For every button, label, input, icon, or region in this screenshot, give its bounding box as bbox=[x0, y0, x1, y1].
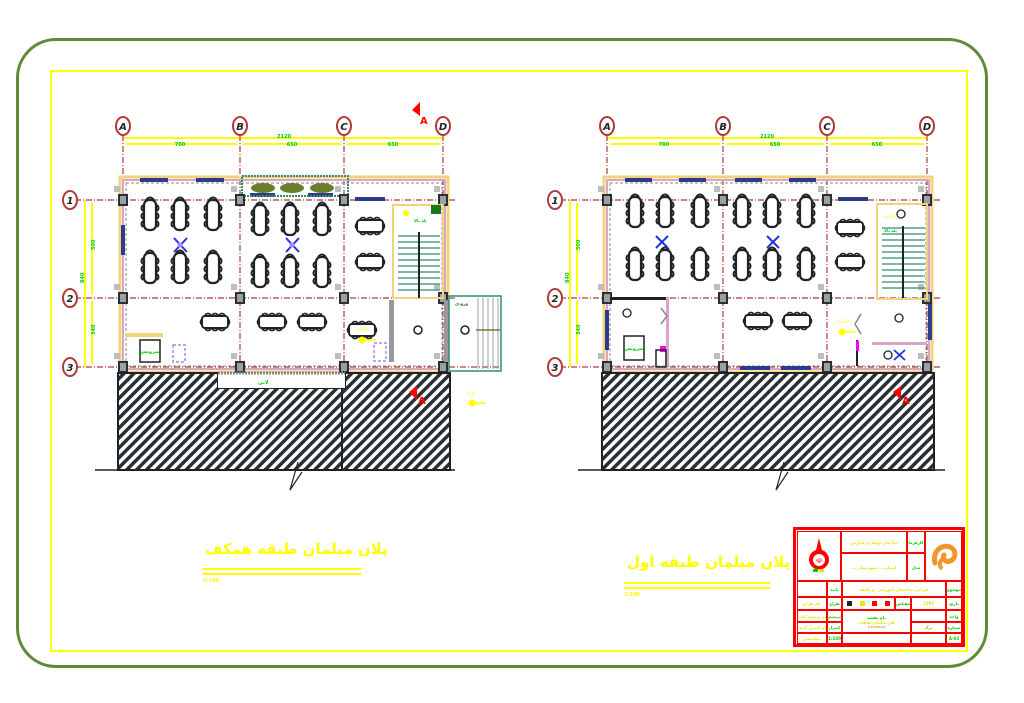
svg-text:500: 500 bbox=[91, 239, 97, 250]
stamps-cell bbox=[842, 597, 895, 610]
location-label: محل bbox=[907, 553, 925, 581]
drafter-label: ترسیم bbox=[827, 610, 842, 622]
designer-label: طراح bbox=[827, 597, 842, 610]
outer-frame bbox=[16, 38, 988, 668]
date-value: 1397 bbox=[911, 597, 946, 610]
first-floor-title: پلان مبلمان طبقه اول bbox=[627, 553, 791, 571]
svg-text:2120: 2120 bbox=[277, 134, 291, 140]
drawing-title-cell: نام نقشه پلان مبلمان طبقات F-PLAN-01 bbox=[842, 610, 911, 633]
grid-col-bubbles: A B C D bbox=[115, 116, 451, 136]
svg-text:840: 840 bbox=[80, 272, 86, 283]
drawing-title: پلان مبلمان طبقات bbox=[857, 619, 896, 625]
unit-label: واحد bbox=[946, 610, 962, 622]
svg-text:340: 340 bbox=[91, 324, 97, 335]
emblem-cell: ☫ bbox=[797, 531, 841, 581]
svg-text:3: 3 bbox=[552, 363, 559, 374]
empty-cell bbox=[797, 581, 827, 597]
svg-text:650: 650 bbox=[388, 142, 399, 148]
stamp-icon bbox=[859, 601, 865, 606]
logo-cell bbox=[925, 531, 962, 581]
svg-text:700: 700 bbox=[659, 142, 670, 148]
svg-text:D: D bbox=[923, 122, 931, 133]
sheet-value-cell: برگ bbox=[911, 622, 946, 633]
drawing-name-label: نام نقشه bbox=[867, 614, 886, 620]
subject-label: موضوع bbox=[946, 581, 962, 597]
ground-floor-plan: A B C D 2120 700 650 650 bbox=[62, 102, 502, 491]
svg-text:+3.12: +3.12 bbox=[883, 214, 896, 219]
svg-text:500: 500 bbox=[576, 239, 582, 250]
drafter-value: نام ترسیم کننده bbox=[797, 610, 827, 622]
svg-text:A: A bbox=[118, 122, 127, 133]
drawing-code: F-PLAN-01 bbox=[867, 624, 886, 629]
stamp-icon bbox=[846, 601, 852, 606]
svg-text:3: 3 bbox=[67, 363, 74, 374]
organization-logo-icon bbox=[931, 543, 957, 571]
svg-text:1: 1 bbox=[67, 196, 74, 207]
classroom-tables-left bbox=[140, 196, 332, 289]
svg-text:☫: ☫ bbox=[816, 557, 822, 565]
first-title-underline-2 bbox=[624, 587, 770, 589]
location-value: استان ... شهرستان ... bbox=[841, 553, 907, 581]
svg-text:پله بالا: پله بالا bbox=[414, 218, 427, 223]
svg-text:پله بالا: پله بالا bbox=[884, 228, 897, 233]
svg-text:650: 650 bbox=[770, 142, 781, 148]
scale-value: 1:100 bbox=[827, 633, 842, 644]
first-floor-scale: 1:100 bbox=[624, 592, 640, 598]
svg-text:A: A bbox=[902, 396, 910, 407]
svg-text:340: 340 bbox=[576, 324, 582, 335]
sheet-value: A-03 bbox=[946, 633, 962, 644]
checker-label: کنترل bbox=[827, 622, 842, 633]
svg-text:A: A bbox=[420, 116, 428, 127]
svg-text:2: 2 bbox=[67, 294, 74, 305]
stamp-icon bbox=[872, 601, 878, 606]
sheet-label: شماره bbox=[946, 622, 962, 633]
svg-text:2120: 2120 bbox=[760, 134, 774, 140]
ground-title-underline bbox=[203, 568, 361, 570]
date-label: تاریخ bbox=[946, 597, 962, 610]
svg-text:650: 650 bbox=[872, 142, 883, 148]
svg-text:A: A bbox=[418, 396, 426, 407]
svg-text:B: B bbox=[719, 122, 727, 133]
unit-value: سانتیمتر bbox=[797, 633, 827, 644]
ground-floor-scale: 1:100 bbox=[203, 578, 219, 584]
inner-frame bbox=[50, 70, 968, 652]
svg-text:650: 650 bbox=[287, 142, 298, 148]
svg-text:سرویس: سرویس bbox=[140, 349, 160, 355]
first-floor-plan: A B C D 2120 700 650 650 1 2 3 bbox=[547, 116, 945, 491]
hatched-wall-area-right bbox=[601, 372, 935, 471]
svg-text:C: C bbox=[340, 122, 348, 133]
svg-text:±0.00: ±0.00 bbox=[356, 327, 369, 332]
svg-text:+3.20: +3.20 bbox=[837, 319, 850, 324]
svg-text:B: B bbox=[236, 122, 244, 133]
svg-text:ورودی: ورودی bbox=[455, 301, 469, 306]
checker-value: نام کنترل کننده bbox=[797, 622, 827, 633]
svg-text:2: 2 bbox=[552, 294, 559, 305]
emblem-icon: ☫ bbox=[809, 538, 829, 572]
svg-text:1: 1 bbox=[552, 196, 559, 207]
empty-cell bbox=[911, 610, 946, 622]
scale-label: مقیاس bbox=[895, 597, 911, 610]
svg-text:840: 840 bbox=[565, 272, 571, 283]
empty-cell bbox=[842, 633, 911, 644]
title-block: ☫ سازمان نوسازی مدارس کارفرما استان ... … bbox=[793, 527, 965, 647]
svg-text:700: 700 bbox=[175, 142, 186, 148]
classroom-tables-right bbox=[625, 193, 816, 282]
ground-title-underline-2 bbox=[203, 573, 361, 575]
project-label: کارفرما bbox=[907, 531, 925, 553]
project-value: سازمان نوسازی مدارس bbox=[841, 531, 907, 553]
designer-value: نام طراح bbox=[797, 597, 827, 610]
svg-text:A: A bbox=[602, 122, 611, 133]
subject-value: طراحی ساختمان آموزشی دو طبقه bbox=[842, 581, 946, 597]
ground-floor-title: پلان مبلمان طبقه همکف bbox=[205, 540, 388, 558]
stamp-icon bbox=[885, 601, 891, 606]
empty-cell bbox=[911, 633, 946, 644]
svg-text:-0.15: -0.15 bbox=[466, 391, 477, 396]
first-title-underline bbox=[624, 582, 770, 584]
approval-label: تایید bbox=[827, 581, 842, 597]
svg-text:C: C bbox=[823, 122, 831, 133]
svg-text:لابی: لابی bbox=[258, 380, 269, 386]
svg-text:سرویس: سرویس bbox=[624, 346, 644, 352]
svg-text:D: D bbox=[439, 122, 447, 133]
